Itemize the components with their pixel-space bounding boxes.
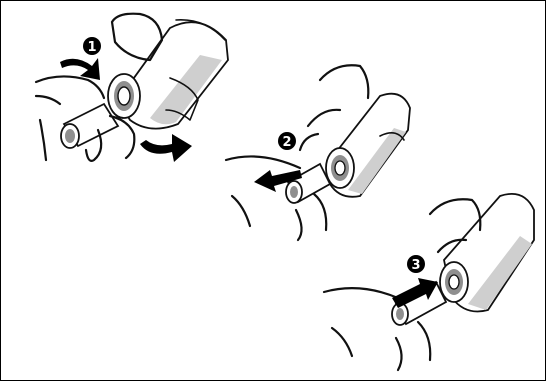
step-1-illustration: [36, 14, 228, 162]
step-2-illustration: [226, 65, 410, 240]
step-2-marker: 2: [278, 132, 296, 150]
step-3-number: 3: [411, 258, 420, 273]
step-1-number: 1: [87, 40, 96, 55]
step-3-illustration: [324, 194, 534, 370]
step-3-marker: 3: [407, 255, 425, 273]
step-1-marker: 1: [83, 37, 101, 55]
step-2-number: 2: [282, 135, 291, 150]
